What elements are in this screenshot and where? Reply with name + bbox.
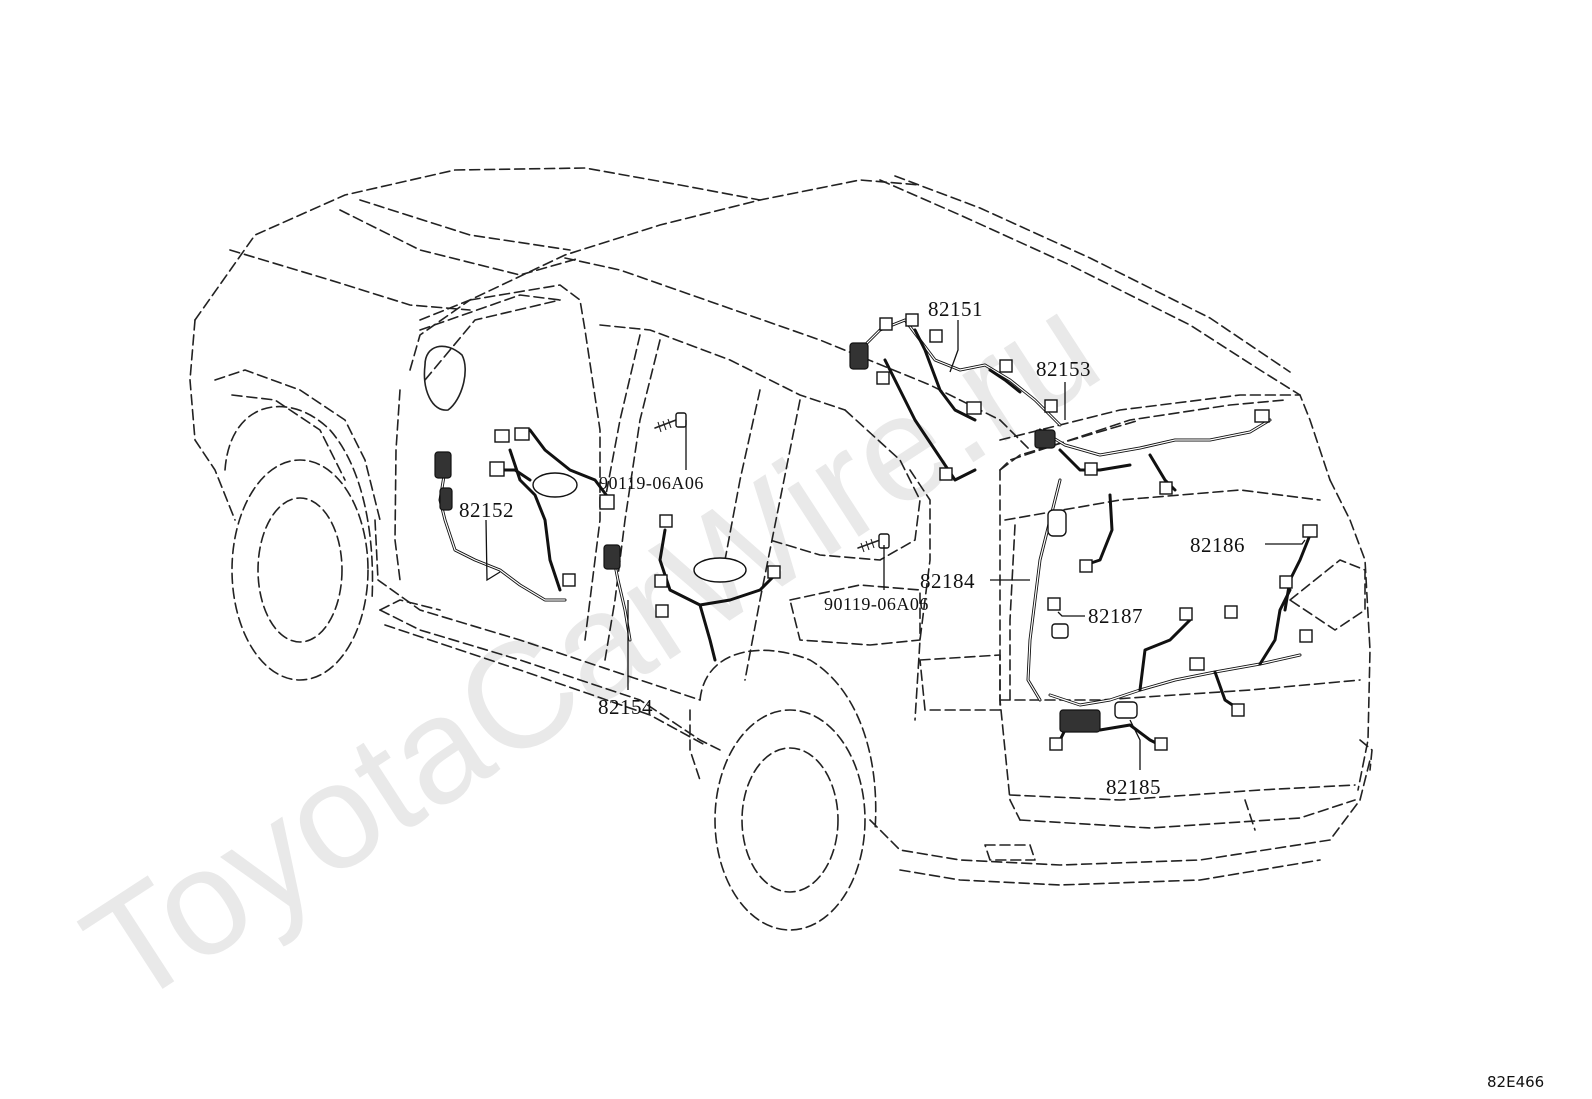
bolt-90119-rear-icon — [857, 533, 890, 553]
drawing-code: 82E466 — [1487, 1073, 1544, 1091]
callout-82186: 82186 — [1190, 533, 1245, 557]
callout-82187: 82187 — [1088, 604, 1143, 628]
harness-82152 — [434, 427, 615, 602]
harness-82153 — [1034, 409, 1272, 495]
bolt-90119-front-icon — [654, 412, 687, 433]
watermark-text: ToyotaCarWire.ru — [56, 260, 1126, 1036]
callout-82154: 82154 — [598, 695, 653, 719]
callout-bolt-rear: 90119-06A06 — [824, 594, 929, 614]
harness-82151 — [849, 313, 1062, 482]
harness-82185 — [1048, 588, 1302, 751]
harness-82154 — [603, 514, 781, 662]
harness-82184 — [1026, 478, 1114, 702]
harness-82186 — [1279, 524, 1318, 643]
callout-82151: 82151 — [928, 297, 983, 321]
callout-82152: 82152 — [459, 498, 514, 522]
callout-82153: 82153 — [1036, 357, 1091, 381]
callout-82185: 82185 — [1106, 775, 1161, 799]
leader-lines — [485, 320, 1306, 770]
callout-82184: 82184 — [920, 569, 975, 593]
callout-bolt-front: 90119-06A06 — [599, 473, 704, 493]
vehicle-outline — [189, 167, 1373, 931]
